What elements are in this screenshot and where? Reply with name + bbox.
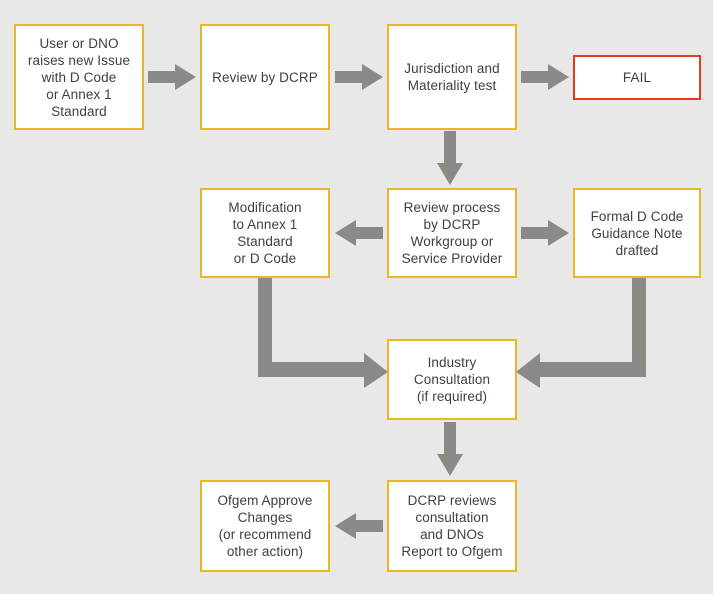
node-label: FAIL [622,70,652,85]
arrow-review-process-to-guidance [521,220,569,246]
arrow-jurisdiction-to-review-process [437,131,463,185]
arrow-guidance-to-consultation [516,278,646,388]
node-label: Review process by DCRP Workgroup or Serv… [401,200,503,266]
arrow-review-to-jurisdiction [335,64,383,90]
node-label: Ofgem Approve Changes (or recommend othe… [217,493,313,559]
node-label: User or DNO raises new Issue with D Code… [27,35,131,119]
arrow-raise-to-review [148,64,196,90]
node-label: Modification to Annex 1 Standard or D Co… [228,200,302,266]
node-jurisdiction-materiality-test[interactable]: Jurisdiction and Materiality test [387,24,517,130]
arrow-consultation-to-dcrp-reviews [437,422,463,476]
node-guidance-note[interactable]: Formal D Code Guidance Note drafted [573,188,701,278]
node-fail[interactable]: FAIL [573,55,701,100]
arrow-jurisdiction-to-fail [521,64,569,90]
node-review-process[interactable]: Review process by DCRP Workgroup or Serv… [387,188,517,278]
arrow-review-process-to-modification [335,220,383,246]
node-label: Jurisdiction and Materiality test [404,61,500,93]
node-review-by-dcrp[interactable]: Review by DCRP [200,24,330,130]
node-ofgem-approve[interactable]: Ofgem Approve Changes (or recommend othe… [200,480,330,572]
node-label: Industry Consultation (if required) [413,355,491,404]
node-raise-issue[interactable]: User or DNO raises new Issue with D Code… [14,24,144,130]
arrow-modification-to-consultation [258,278,388,388]
node-dcrp-reviews[interactable]: DCRP reviews consultation and DNOs Repor… [387,480,517,572]
arrow-dcrp-reviews-to-ofgem [335,513,383,539]
node-label: Review by DCRP [212,69,318,85]
node-label: Formal D Code Guidance Note drafted [590,208,684,258]
node-modification[interactable]: Modification to Annex 1 Standard or D Co… [200,188,330,278]
node-industry-consultation[interactable]: Industry Consultation (if required) [387,339,517,420]
node-label: DCRP reviews consultation and DNOs Repor… [401,493,503,559]
